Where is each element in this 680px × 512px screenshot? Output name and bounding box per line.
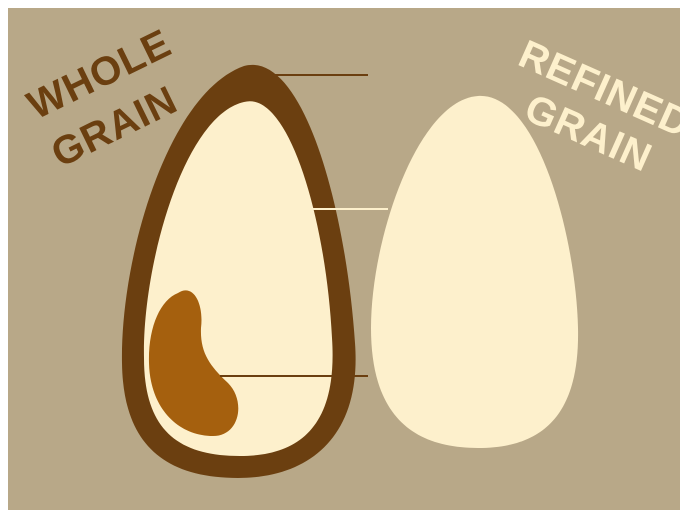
diagram-canvas: WHOLE GRAIN REFINED GRAIN — [8, 8, 680, 510]
grain-diagram: WHOLE GRAIN REFINED GRAIN — [8, 8, 680, 510]
refined-grain-endosperm — [371, 96, 578, 448]
